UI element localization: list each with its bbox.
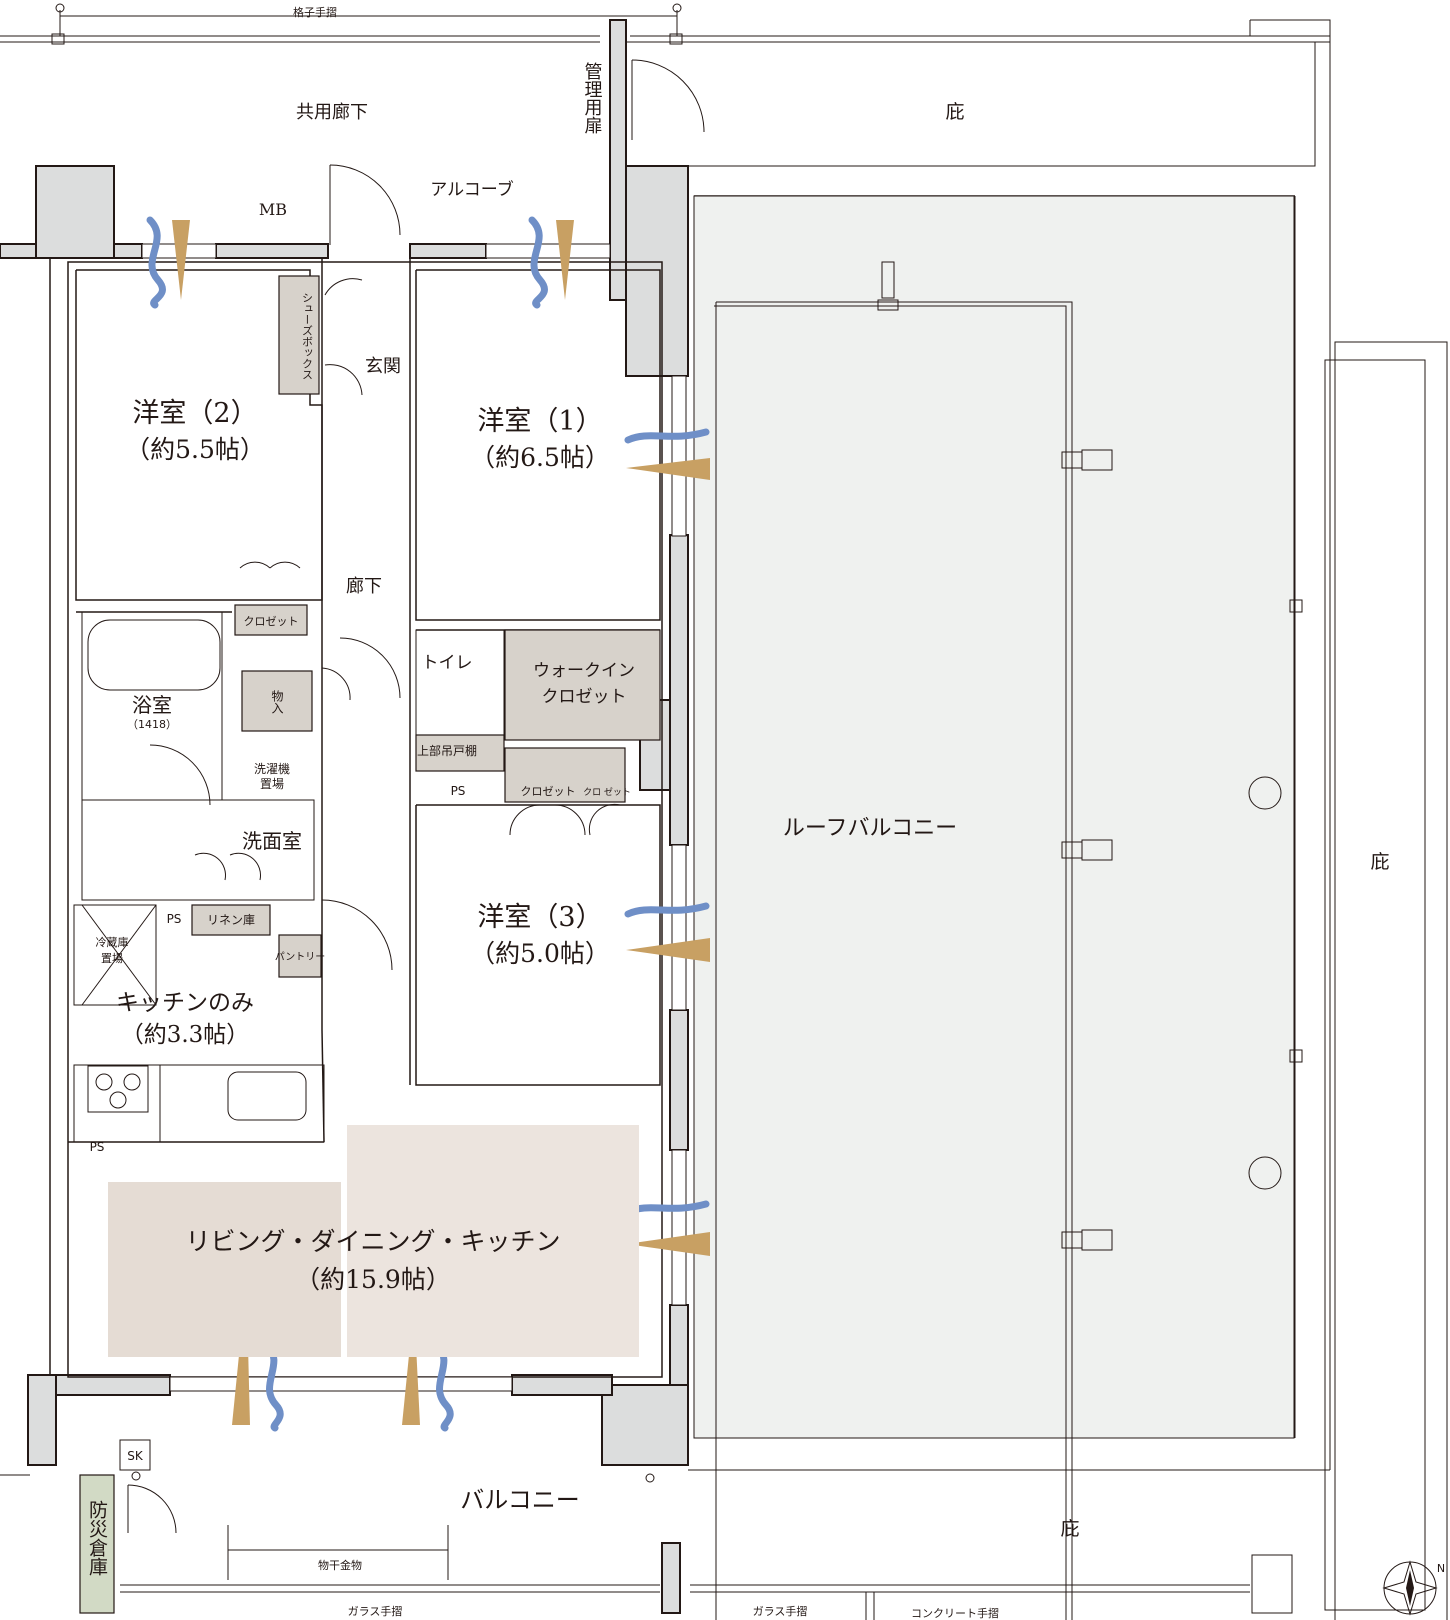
concrete-rail-label: コンクリート手摺 — [911, 1606, 999, 1620]
hallway-label: 廊下 — [346, 576, 382, 597]
balcony-lines — [0, 1439, 1330, 1620]
structural-walls — [0, 19, 689, 1614]
roof-balcony-label: ルーフバルコニー — [783, 816, 957, 841]
western2-size: （約5.5帖） — [125, 435, 265, 464]
western3-name: 洋室（3） — [477, 902, 602, 933]
windows — [141, 243, 687, 1392]
shoe-box-label: シューズボックス — [301, 292, 314, 380]
room-labels: 洋室（2） （約5.5帖） 洋室（1） （約6.5帖） 洋室（3） （約5.0帖… — [116, 356, 957, 1514]
management-door-label: 管理用扉 — [582, 62, 603, 134]
washer-line1: 洗濯機 — [254, 761, 290, 776]
eaves-right — [1334, 341, 1448, 1620]
closet-lower-label: クロゼット — [521, 785, 576, 798]
western2-name: 洋室（2） — [132, 398, 257, 429]
linen-label: リネン庫 — [207, 913, 255, 927]
eaves-top — [624, 41, 1316, 167]
common-corridor-label: 共用廊下 — [296, 102, 368, 123]
exterior-labels: 格子手摺 共用廊下 管理用扉 アルコーブ 庇 庇 庇 物干金物 ガラス手摺 ガラ… — [293, 5, 1390, 1620]
washroom-label: 洗面室 — [242, 829, 302, 853]
drying-hardware-label: 物干金物 — [318, 1558, 362, 1572]
western1-size: （約6.5帖） — [470, 443, 610, 472]
sk-label: SK — [127, 1449, 144, 1463]
pantry-label: パントリー — [275, 951, 326, 963]
upper-shelf-label: 上部吊戸棚 — [417, 743, 477, 758]
ps-label-linen: PS — [167, 912, 182, 926]
alcove-label: アルコーブ — [430, 179, 513, 200]
walkin-line1: ウォークイン — [533, 661, 635, 681]
fixture-labels: シューズボックス クロゼット 物入 洗濯機 置場 リネン庫 パントリー 冷蔵庫 … — [86, 200, 631, 1576]
disaster-storage-label: 防災倉庫 — [86, 1500, 108, 1576]
ps-label-toilet: PS — [451, 784, 466, 798]
ventilation-markers — [146, 216, 710, 1432]
closet-small-label: クロ ゼット — [583, 786, 631, 798]
north-mark: N — [1437, 1562, 1445, 1575]
ldk-floor-right — [347, 1125, 639, 1357]
walkin-line2: クロゼット — [542, 687, 627, 707]
doors — [127, 59, 705, 1534]
eaves-bottom-label: 庇 — [1060, 1518, 1079, 1540]
fridge-line1: 冷蔵庫 — [96, 935, 129, 949]
entrance-label: 玄関 — [365, 356, 401, 377]
western1-name: 洋室（1） — [477, 406, 602, 437]
bath-name: 浴室 — [132, 693, 172, 717]
kitchen-only-size: （約3.3帖） — [121, 1022, 250, 1048]
eaves-right-label: 庇 — [1370, 851, 1389, 873]
ldk-floor-left — [108, 1182, 341, 1357]
mb-label: MB — [259, 200, 287, 219]
glass-rail-right-label: ガラス手摺 — [753, 1604, 808, 1618]
balcony-label: バルコニー — [460, 1486, 580, 1514]
closet-label: クロゼット — [244, 615, 299, 628]
western3-size: （約5.0帖） — [470, 939, 610, 968]
washer-line2: 置場 — [260, 777, 284, 791]
ldk-size: （約15.9帖） — [295, 1265, 451, 1294]
bath-size: （1418） — [127, 718, 177, 731]
glass-rail-left-label: ガラス手摺 — [348, 1604, 403, 1618]
roof-balcony-floor — [693, 195, 1295, 1439]
ps-label-kitchen: PS — [90, 1140, 105, 1154]
disaster-storage-box — [79, 1474, 115, 1614]
eaves-top-label: 庇 — [945, 101, 964, 123]
kitchen-only-name: キッチンのみ — [116, 990, 254, 1016]
compass-icon: N — [1382, 1560, 1445, 1616]
ldk-name: リビング・ダイニング・キッチン — [185, 1227, 560, 1256]
fridge-line2: 置場 — [101, 952, 123, 965]
storage-label: 物入 — [270, 690, 284, 714]
toilet-label: トイレ — [422, 653, 473, 673]
lattice-rail-label: 格子手摺 — [293, 5, 337, 19]
